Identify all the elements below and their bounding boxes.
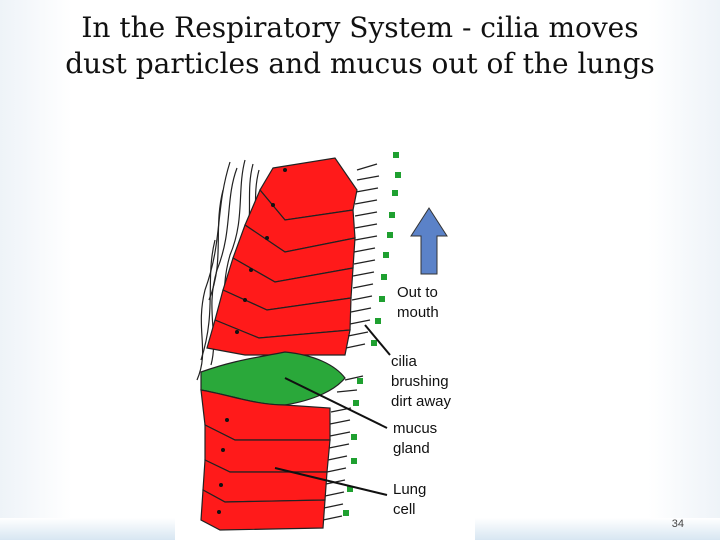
lung-cell — [206, 319, 351, 356]
label-lung-cell: Lung cell — [393, 481, 427, 518]
mucus-dots — [343, 152, 401, 516]
page-number: 34 — [671, 518, 684, 530]
lung-cells-lower — [200, 389, 331, 531]
label-cilia: cilia brushing dirt away — [391, 353, 452, 410]
cilia-pointer — [364, 324, 391, 356]
slide-title: In the Respiratory System - cilia moves … — [0, 10, 720, 82]
cilia-diagram — [175, 150, 475, 540]
cell-nuclei — [217, 168, 287, 514]
cilia — [322, 163, 380, 521]
lung-cells-upper — [206, 157, 358, 356]
label-out-to-mouth: Out to mouth — [397, 284, 439, 321]
title-line-2: dust particles and mucus out of the lung… — [65, 47, 655, 80]
title-line-1: In the Respiratory System - cilia moves — [81, 11, 639, 44]
lung-cell — [200, 489, 326, 531]
mucus-gland-pointer — [284, 377, 388, 429]
pointer-lines — [274, 324, 391, 496]
up-arrow-icon — [410, 207, 448, 275]
lung-cell-pointer — [274, 467, 388, 496]
label-mucus-gland: mucus gland — [393, 420, 438, 457]
